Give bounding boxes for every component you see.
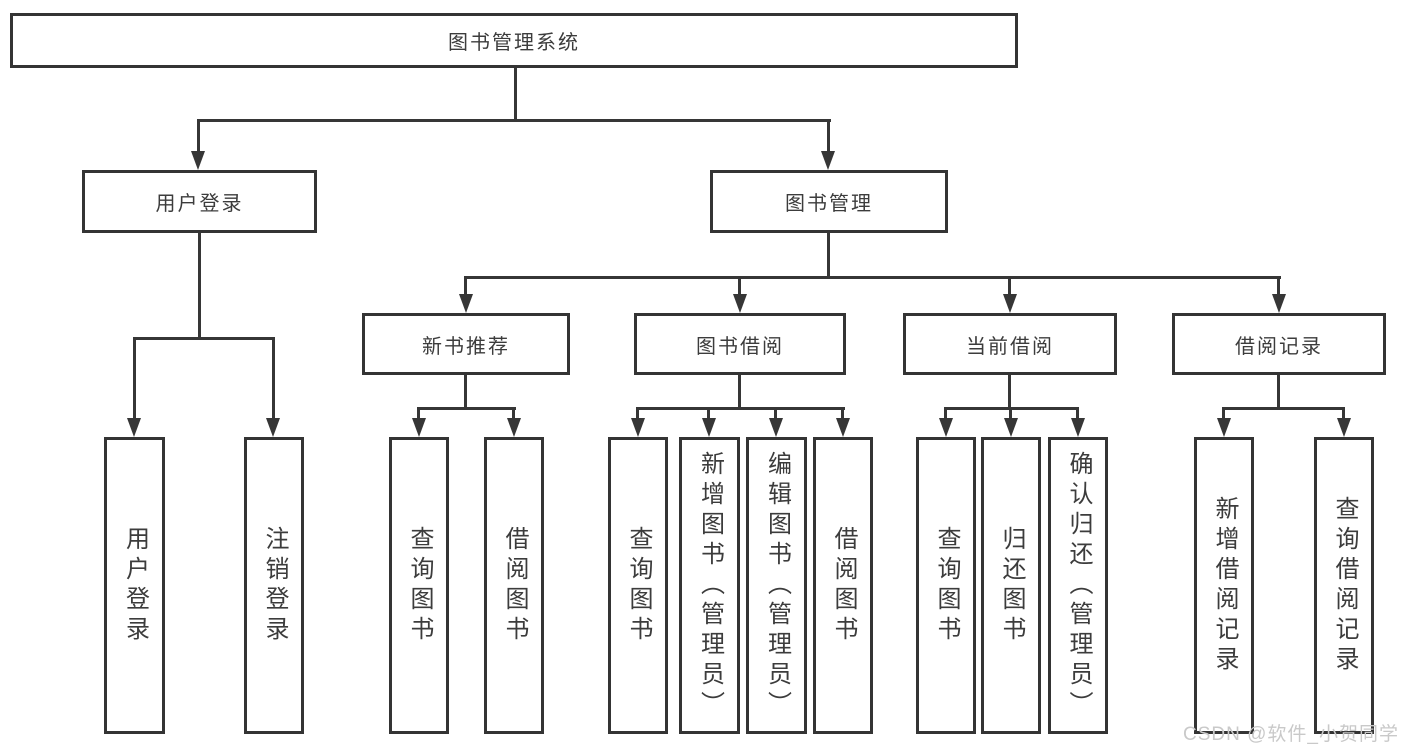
leaf-label: 注销登录 [261,525,288,646]
connector-line [841,407,844,419]
leaf-add-books-admin: 新增图书（管理员） [679,437,740,734]
connector-arrow [266,418,280,437]
leaf-borrow-books-recommend: 借阅图书 [484,437,544,734]
leaf-confirm-return-admin: 确认归还（管理员） [1048,437,1108,734]
connector-arrow [1071,418,1085,437]
connector-arrow [821,151,835,170]
connector-line [738,375,741,407]
connector-arrow [702,418,716,437]
connector-line [827,119,830,152]
connector-line [1008,375,1011,407]
connector-arrow [631,418,645,437]
connector-line [738,276,741,295]
leaf-label: 新增图书（管理员） [696,450,724,721]
node-book-management: 图书管理 [710,170,948,233]
connector-line [827,232,830,276]
leaf-label: 借阅图书 [830,525,857,646]
connector-line [1222,407,1225,419]
leaf-label: 确认归还（管理员） [1065,450,1092,721]
connector-line [465,276,1281,279]
connector-line [272,337,275,419]
node-library-system: 图书管理系统 [10,13,1018,68]
leaf-add-borrow-record: 新增借阅记录 [1194,437,1254,734]
connector-line [1277,276,1280,295]
leaf-user-login: 用户登录 [104,437,165,734]
connector-arrow [1004,418,1018,437]
connector-line [198,232,201,337]
leaf-label: 编辑图书（管理员） [763,450,791,721]
leaf-query-books-recommend: 查询图书 [389,437,449,734]
leaf-logout-login: 注销登录 [244,437,304,734]
leaf-return-books: 归还图书 [981,437,1041,734]
connector-line [1008,276,1011,295]
connector-line [133,337,136,419]
leaf-label: 查询图书 [406,525,433,646]
connector-line [1009,407,1012,419]
leaf-borrow-books: 借阅图书 [813,437,873,734]
connector-line [637,407,845,410]
connector-arrow [1272,294,1286,313]
connector-line [197,119,200,152]
connector-line [1342,407,1345,419]
connector-line [133,337,275,340]
connector-line [418,407,516,410]
connector-arrow [1337,418,1351,437]
leaf-label: 借阅图书 [501,525,528,646]
node-current-borrow: 当前借阅 [903,313,1117,375]
node-borrow-records: 借阅记录 [1172,313,1386,375]
node-book-borrow: 图书借阅 [634,313,846,375]
connector-arrow [733,294,747,313]
leaf-label: 用户登录 [121,525,149,646]
leaf-query-books-borrow: 查询图书 [608,437,668,734]
connector-line [1223,407,1345,410]
connector-arrow [507,418,521,437]
connector-arrow [836,418,850,437]
connector-line [417,407,420,419]
node-user-login: 用户登录 [82,170,317,233]
leaf-label: 归还图书 [998,525,1025,646]
connector-arrow [939,418,953,437]
connector-line [945,407,1079,410]
leaf-label: 查询图书 [933,525,960,646]
connector-arrow [769,418,783,437]
connector-line [944,407,947,419]
leaf-label: 查询借阅记录 [1331,495,1358,676]
connector-line [514,68,517,119]
connector-arrow [459,294,473,313]
leaf-label: 查询图书 [625,525,652,646]
connector-arrow [127,418,141,437]
connector-line [197,119,831,122]
connector-line [1277,375,1280,407]
connector-line [774,407,777,419]
connector-line [464,276,467,295]
connector-arrow [191,151,205,170]
leaf-edit-books-admin: 编辑图书（管理员） [746,437,807,734]
connector-line [636,407,639,419]
watermark: CSDN @软件_小贺同学 [1183,724,1399,745]
leaf-query-borrow-record: 查询借阅记录 [1314,437,1374,734]
leaf-label: 新增借阅记录 [1211,495,1238,676]
node-new-book-recommend: 新书推荐 [362,313,570,375]
connector-line [707,407,710,419]
connector-line [512,407,515,419]
leaf-query-books-current: 查询图书 [916,437,976,734]
connector-arrow [1217,418,1231,437]
connector-line [1076,407,1079,419]
connector-arrow [1003,294,1017,313]
connector-line [464,375,467,407]
connector-arrow [412,418,426,437]
